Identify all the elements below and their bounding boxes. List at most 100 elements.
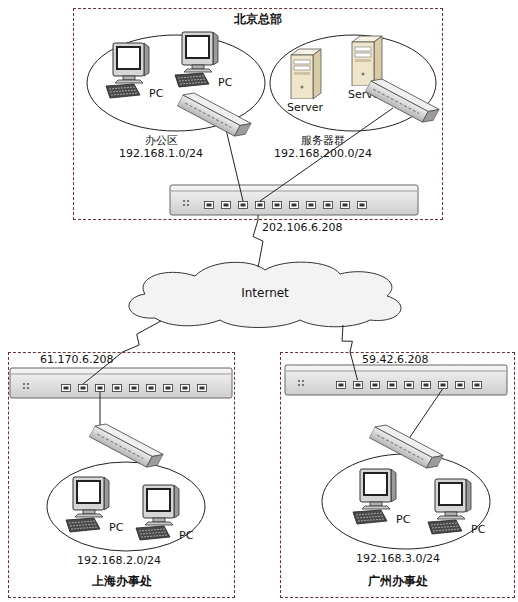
subnet-ellipse: 192.168.2.0/24 PC PC (46, 461, 206, 571)
lan-wire (224, 121, 243, 201)
pc-symbol (353, 469, 396, 524)
pc-graphic (351, 467, 397, 525)
text-group: 上海办事处 (9, 575, 234, 588)
router-ports (61, 384, 214, 392)
wan-link (123, 321, 161, 352)
server-graphic (344, 34, 388, 86)
cloud-shape (129, 262, 401, 327)
subnet-label: 192.168.2.0/24 (49, 554, 189, 567)
subnet-label: 192.168.200.0/24 (253, 147, 393, 160)
subnet-ellipse-shape (270, 35, 436, 131)
router-dot (302, 380, 304, 382)
router-bevel (171, 191, 417, 192)
text-group: Server (277, 101, 333, 114)
text-group: 192.168.3.0/24 (328, 552, 468, 565)
pc-icon: PC (426, 477, 488, 535)
router-bevel (286, 371, 506, 372)
device-label: Server (338, 88, 394, 101)
text-group: 192.168.2.0/24 (49, 554, 189, 567)
text-group: PC (149, 87, 163, 100)
router-dot (183, 200, 185, 202)
subnet-label: 192.168.1.0/24 (91, 147, 231, 160)
subnet-label: 192.168.3.0/24 (328, 552, 468, 565)
text-group: PC (109, 521, 123, 534)
text-group: Server (338, 88, 394, 101)
router-dot (298, 384, 300, 386)
wan-link (253, 220, 263, 267)
device-label: PC (179, 529, 193, 542)
device-label: PC (396, 513, 410, 526)
text-group: Internet (115, 258, 415, 328)
pc-symbol (428, 479, 471, 534)
subnet-label: 办公区 (91, 134, 231, 147)
pc-icon: PC (173, 30, 235, 88)
server-graphic (283, 47, 327, 99)
text-group: 北京总部 (74, 13, 442, 26)
site-boundary: 广州办事处 192.168.3.0/24 PC PC (280, 352, 515, 598)
pc-symbol (106, 43, 149, 98)
pc-symbol (136, 485, 179, 540)
router-dot (27, 383, 29, 385)
wan-link (342, 325, 352, 352)
router (285, 365, 507, 395)
pc-symbol (175, 32, 218, 87)
pc-icon: PC (134, 483, 196, 541)
router-dot (187, 200, 189, 202)
site-boundary: 上海办事处 192.168.2.0/24 PC PC (8, 352, 235, 598)
pc-graphic (134, 483, 180, 541)
pc-symbol (66, 477, 109, 532)
ip-address-label: 61.170.6.208 (40, 353, 113, 366)
device-label: PC (109, 521, 123, 534)
pc-graphic (426, 477, 472, 535)
router-ports (336, 381, 489, 389)
device-label: PC (471, 523, 485, 536)
router-dot (298, 380, 300, 382)
text-group: PC (396, 513, 410, 526)
subnet-label: 服务器群 (253, 134, 393, 147)
subnet-ellipse: 服务器群192.168.200.0/24ServerServer (269, 34, 437, 162)
router-dot (23, 387, 25, 389)
site-heading: 北京总部 (74, 13, 442, 26)
ip-address-label: 59.42.6.208 (362, 353, 428, 366)
router-body (170, 185, 418, 215)
router-bevel (11, 374, 231, 375)
cloud-label: Internet (241, 287, 289, 300)
server-icon: Server (283, 47, 327, 115)
subnet-ellipse: 办公区192.168.1.0/24 PC PC (86, 34, 266, 162)
router-dot (183, 204, 185, 206)
pc-icon: PC (64, 475, 126, 533)
lan-wire (100, 392, 101, 433)
device-label: PC (218, 76, 232, 89)
subnet-ellipse-shape (322, 454, 490, 549)
device-label: PC (149, 87, 163, 100)
site-heading: 广州办事处 (281, 575, 514, 588)
router (10, 368, 232, 398)
subnet-ellipse-shape (47, 462, 205, 551)
server-icon: Server (344, 34, 388, 102)
router-body (285, 365, 507, 395)
text-group: PC (218, 76, 232, 89)
pc-graphic (104, 41, 150, 99)
lan-wire (408, 389, 443, 440)
router-ports (204, 201, 374, 209)
subnet-ellipse: 192.168.3.0/24 PC PC (321, 453, 491, 569)
server-symbol (291, 49, 321, 99)
text-group: PC (179, 529, 193, 542)
wires (83, 108, 443, 440)
wan-wire (350, 352, 357, 380)
text-group: 广州办事处 (281, 575, 514, 588)
subnet-ellipse-shape (87, 35, 265, 131)
router-dot (23, 383, 25, 385)
pc-graphic (64, 475, 110, 533)
server-symbol (352, 36, 382, 86)
device-label: Server (277, 101, 333, 114)
site-boundary: 北京总部办公区192.168.1.0/24 PC PC 服务器群192.168.200… (73, 8, 443, 220)
pc-icon: PC (351, 467, 413, 525)
site-heading: 上海办事处 (9, 575, 234, 588)
router (170, 185, 418, 215)
pc-graphic (173, 30, 219, 88)
pc-icon: PC (104, 41, 166, 99)
text-group: PC (471, 523, 485, 536)
internet-cloud: Internet (115, 258, 415, 328)
